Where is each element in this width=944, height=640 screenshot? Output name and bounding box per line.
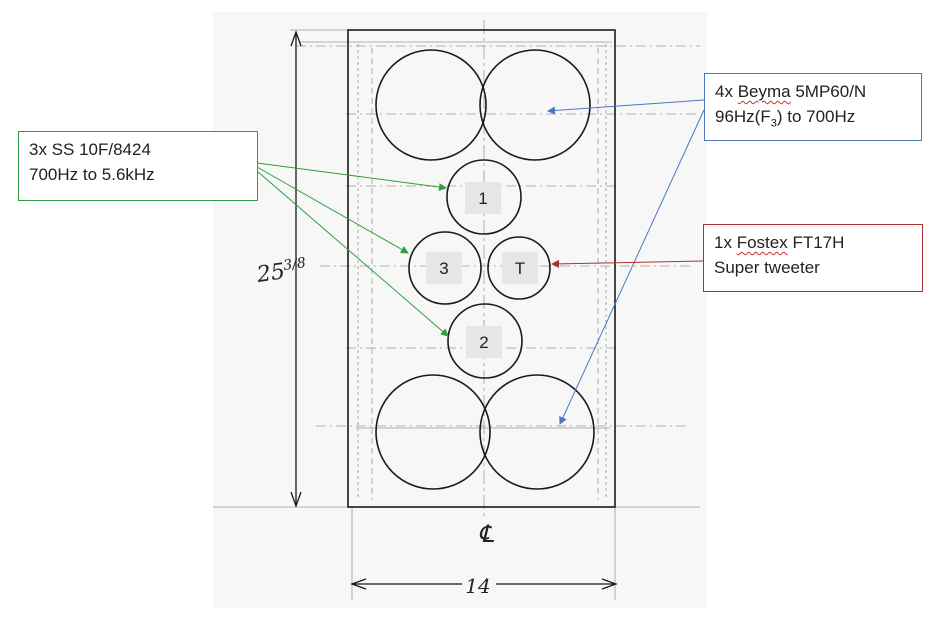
callout-woofers-model: 4x Beyma 5MP60/N (715, 82, 867, 101)
midrange-drivers (408, 159, 523, 379)
callout-woofers-range: 96Hz(F3) to 700Hz (715, 107, 856, 130)
height-dim-label: 25 (254, 259, 286, 288)
height-dimension (290, 30, 302, 508)
callout-tweeter-model: 1x Fostex FT17H (714, 233, 845, 252)
woofer-bottom-left (375, 374, 491, 490)
driver-label-3: 3 (439, 259, 448, 278)
cabinet-outline (347, 29, 616, 508)
midrange-2 (447, 303, 523, 379)
driver-label-t: T (515, 259, 525, 278)
woofer-top-left (375, 49, 487, 161)
driver-label-1: 1 (478, 189, 487, 208)
tweeter-arrow (551, 259, 704, 268)
woofer-top-right (479, 49, 591, 161)
callout-midrange: 3x SS 10F/8424 700Hz to 5.6kHz (18, 131, 258, 201)
width-dim-label-bg (462, 572, 496, 596)
midrange-arrows (256, 162, 449, 337)
woofer-arrows (547, 99, 705, 425)
width-dim-label: 14 (465, 574, 490, 598)
label-box-1 (465, 182, 501, 214)
callout-midrange-range: 700Hz to 5.6kHz (29, 165, 155, 184)
label-box-2 (466, 326, 502, 358)
height-dim-fraction: 3/8 (282, 255, 307, 274)
callout-woofers: 4x Beyma 5MP60/N 96Hz(F3) to 700Hz (704, 73, 922, 141)
woofer-bottom-right (479, 374, 595, 490)
drawing-sheet (213, 12, 707, 608)
midrange-3 (408, 231, 482, 305)
construction-lines (213, 20, 700, 600)
label-box-3 (426, 252, 462, 284)
woofer-pair-top (375, 49, 591, 161)
tweeter-circle (487, 236, 551, 300)
driver-label-2: 2 (479, 333, 488, 352)
callout-tweeter-type: Super tweeter (714, 258, 820, 277)
label-box-t (502, 252, 538, 284)
centerline-mark: ℄ (478, 520, 494, 548)
woofer-pair-bottom (375, 374, 595, 490)
midrange-1 (446, 159, 522, 235)
callout-tweeter: 1x Fostex FT17H Super tweeter (703, 224, 923, 292)
callout-midrange-model: 3x SS 10F/8424 (29, 140, 151, 159)
